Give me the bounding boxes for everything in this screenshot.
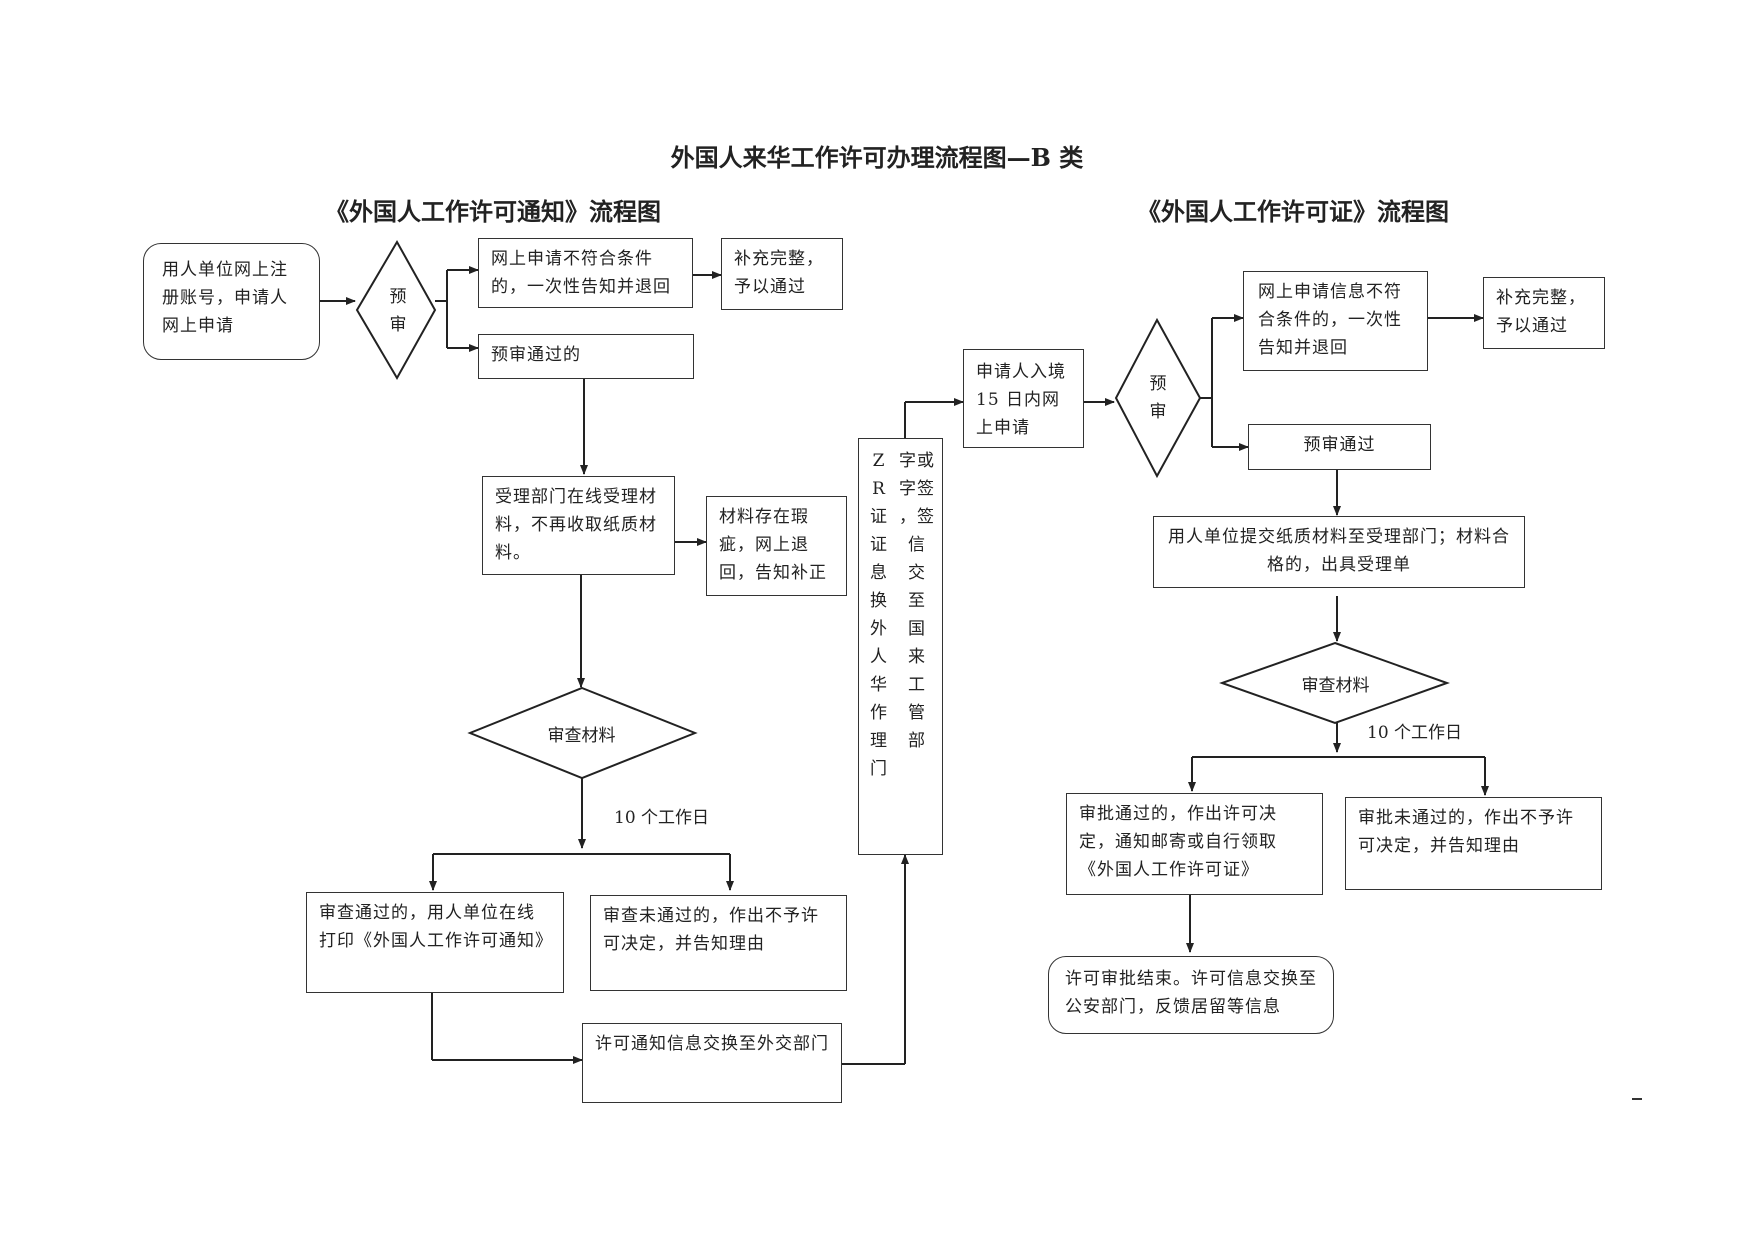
visa-right-char: 工: [908, 675, 926, 695]
left-accept-box: 受理部门在线受理材料，不再收取纸质材料。: [482, 476, 675, 575]
start-register-box: 用人单位网上注册账号，申请人网上申请: [143, 243, 320, 360]
page-mark: [1632, 1098, 1642, 1100]
visa-left-char: 换: [870, 591, 888, 611]
visa-right-char: 字或: [899, 451, 935, 471]
visa-left-char: Z: [872, 451, 886, 471]
visa-right-char: 国: [908, 619, 926, 639]
left-prereview-char2: 审: [389, 315, 407, 335]
left-supplement-box: 补充完整，予以通过: [721, 238, 843, 310]
left-defect-box: 材料存在瑕疵，网上退回，告知补正: [706, 496, 847, 596]
visa-right-char: 字签: [899, 479, 935, 499]
right-submit-box: 用人单位提交纸质材料至受理部门；材料合格的，出具受理单: [1153, 516, 1525, 588]
right-prereview-label: 预 审: [1145, 370, 1171, 426]
visa-left-char: 作: [870, 703, 888, 723]
right-prereview-diamond: [1114, 317, 1202, 479]
right-days-label: 10 个工作日: [1367, 723, 1463, 743]
right-review-diamond: [1219, 641, 1450, 725]
left-review-label: 审查材料: [547, 726, 616, 746]
right-end-box: 许可审批结束。许可信息交换至公安部门，反馈居留等信息: [1048, 956, 1334, 1034]
visa-right-char: 来: [908, 647, 926, 667]
left-flow-heading: 《外国人工作许可通知》流程图: [325, 197, 661, 226]
right-approve-box: 审批通过的，作出许可决定，通知邮寄或自行领取《外国人工作许可证》: [1066, 793, 1323, 895]
visa-column-right: 字或字签 ，签信交至国来工管部: [895, 447, 939, 755]
left-deny-box: 审查未通过的，作出不予许可决定，并告知理由: [590, 895, 847, 991]
right-review-label: 审查材料: [1301, 676, 1370, 696]
left-exchange-box: 许可通知信息交换至外交部门: [582, 1023, 842, 1103]
visa-right-char: 交: [908, 563, 926, 583]
visa-left-char: 证: [870, 507, 888, 527]
right-reject-box: 网上申请信息不符合条件的，一次性告知并退回: [1243, 271, 1428, 371]
visa-left-char: 证: [870, 535, 888, 555]
right-prereview-char2: 审: [1149, 402, 1167, 422]
right-apply-box: 申请人入境 15 日内网上申请: [963, 349, 1084, 448]
visa-left-char: 华: [870, 675, 888, 695]
visa-left-char: 人: [870, 647, 888, 667]
page-title: 外国人来华工作许可办理流程图—B 类: [670, 143, 1084, 172]
visa-left-char: 理: [870, 731, 888, 751]
visa-right-char: ，签: [899, 507, 935, 527]
left-passed-box: 预审通过的: [478, 334, 694, 379]
left-reject-box: 网上申请不符合条件的，一次性告知并退回: [478, 238, 693, 308]
left-approve-box: 审查通过的，用人单位在线打印《外国人工作许可通知》: [306, 892, 564, 993]
right-deny-box: 审批未通过的，作出不予许可决定，并告知理由: [1345, 797, 1602, 890]
right-passed-box: 预审通过: [1248, 424, 1431, 470]
visa-right-char: 至: [908, 591, 926, 611]
visa-left-char: 门: [870, 759, 888, 779]
visa-left-char: 息: [870, 563, 888, 583]
visa-right-char: 信: [908, 535, 926, 555]
visa-left-char: 外: [870, 619, 888, 639]
visa-left-char: R: [872, 479, 886, 499]
visa-right-char: 管: [908, 703, 926, 723]
right-flow-heading: 《外国人工作许可证》流程图: [1137, 197, 1449, 226]
right-supplement-box: 补充完整，予以通过: [1483, 277, 1605, 349]
visa-right-char: 部: [908, 731, 926, 751]
left-prereview-diamond: [355, 239, 437, 381]
left-prereview-char1: 预: [389, 287, 407, 307]
left-days-label: 10 个工作日: [614, 808, 710, 828]
left-prereview-label: 预 审: [385, 283, 411, 339]
right-prereview-char1: 预: [1149, 374, 1167, 394]
